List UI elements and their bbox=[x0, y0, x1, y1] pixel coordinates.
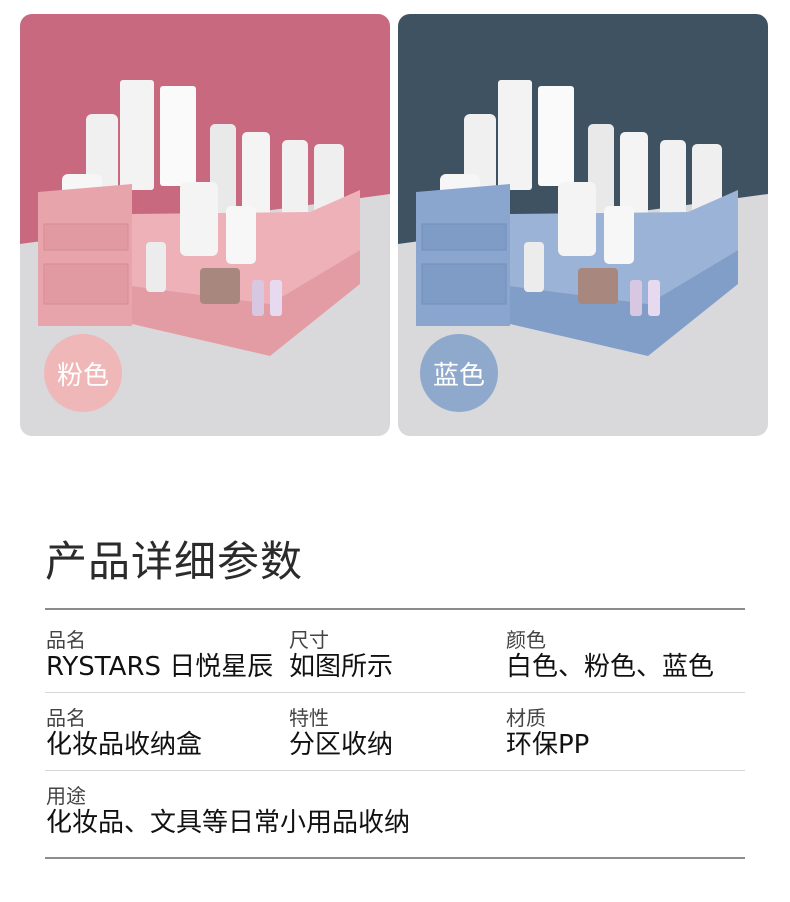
blue-swatch-label: 蓝色 bbox=[432, 360, 485, 391]
table-bottom-rule bbox=[45, 857, 745, 859]
param-color: 颜色 白色、粉色、蓝色 bbox=[506, 628, 714, 682]
param-label: 尺寸 bbox=[289, 628, 329, 652]
param-label: 颜色 bbox=[506, 628, 546, 652]
param-usage: 用途 化妆品、文具等日常小用品收纳 bbox=[46, 784, 410, 838]
param-size: 尺寸 如图所示 bbox=[289, 628, 393, 682]
param-value: RYSTARS 日悦星辰 bbox=[46, 652, 274, 682]
param-value: 化妆品收纳盒 bbox=[46, 730, 203, 760]
param-label: 材质 bbox=[506, 706, 546, 730]
param-name: 品名 化妆品收纳盒 bbox=[46, 706, 202, 760]
pink-swatch-label: 粉色 bbox=[56, 360, 109, 391]
param-value: 化妆品、文具等日常小用品收纳 bbox=[46, 808, 411, 838]
param-label: 品名 bbox=[46, 706, 86, 730]
param-value: 如图所示 bbox=[289, 652, 394, 682]
param-feature: 特性 分区收纳 bbox=[289, 706, 393, 760]
blue-swatch-badge: 蓝色 bbox=[420, 334, 498, 412]
param-label: 特性 bbox=[289, 706, 329, 730]
param-value: 分区收纳 bbox=[289, 730, 394, 760]
param-brand: 品名 RYSTARS 日悦星辰 bbox=[46, 628, 273, 682]
param-label: 品名 bbox=[46, 628, 86, 652]
param-value: 白色、粉色、蓝色 bbox=[506, 652, 715, 682]
param-value: 环保PP bbox=[506, 730, 590, 760]
param-material: 材质 环保PP bbox=[506, 706, 589, 760]
pink-swatch-badge: 粉色 bbox=[44, 334, 122, 412]
row-divider bbox=[45, 692, 745, 693]
table-top-rule bbox=[45, 608, 745, 610]
row-divider bbox=[45, 770, 745, 771]
section-title: 产品详细参数 bbox=[45, 537, 304, 586]
param-label: 用途 bbox=[46, 784, 86, 808]
